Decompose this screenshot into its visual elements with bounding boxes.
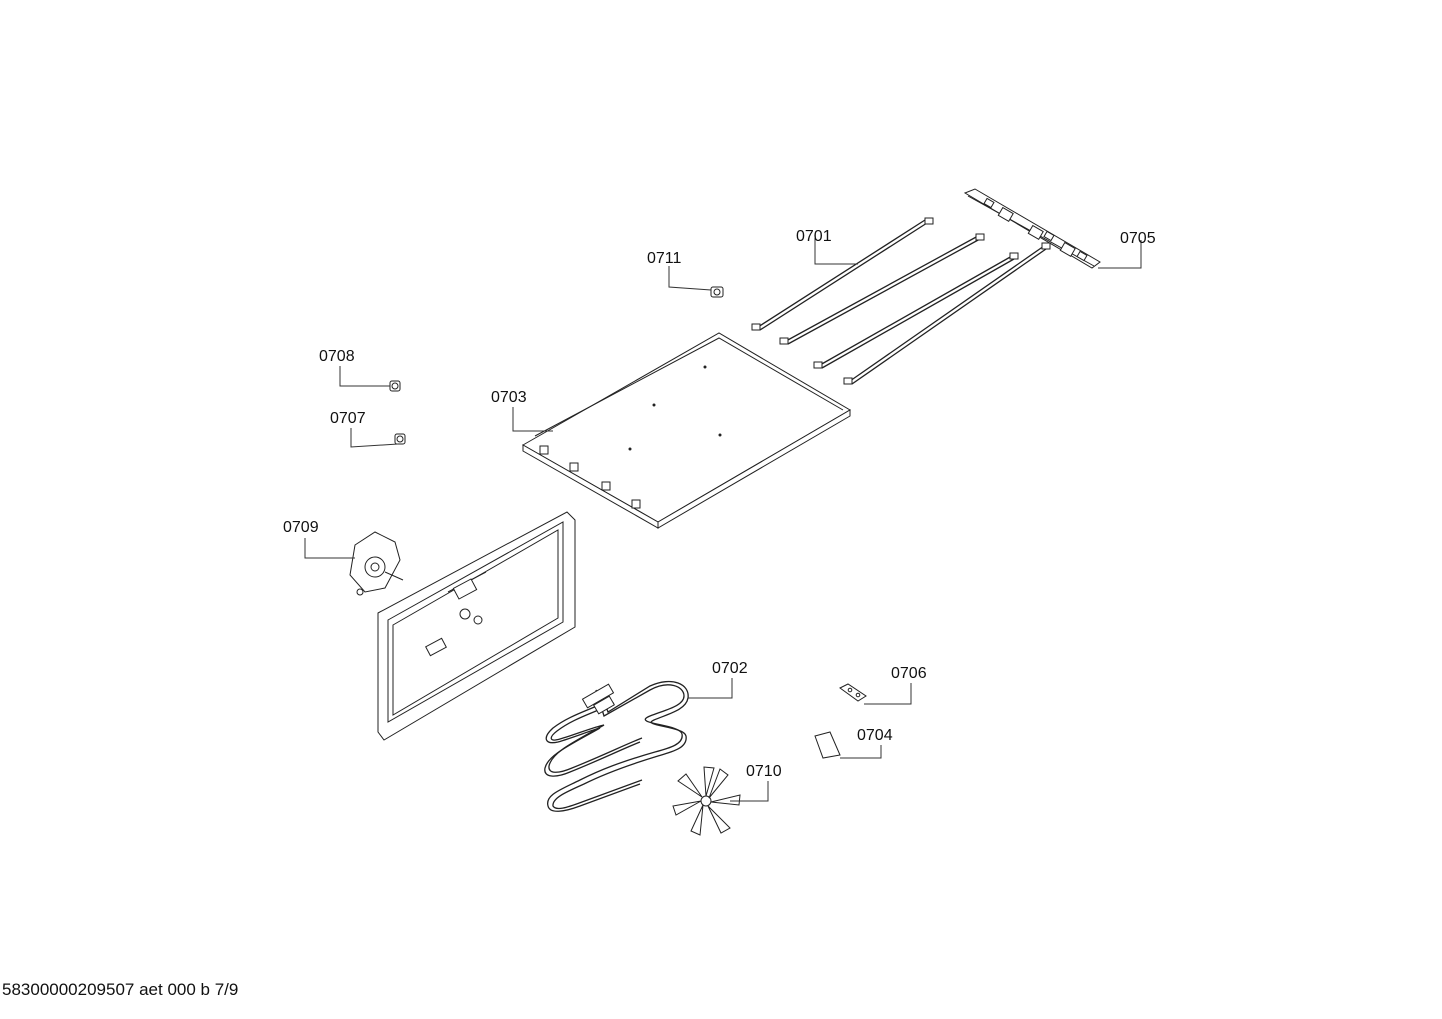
heating-rod-2 (779, 233, 985, 345)
label-0701: 0701 (796, 228, 832, 245)
drawing-reference: 58300000209507 aet 000 b 7/9 (2, 980, 239, 999)
part-0702-ring-element[interactable] (544, 681, 689, 812)
label-0703: 0703 (491, 389, 527, 406)
part-0711-sensor[interactable] (710, 286, 724, 298)
part-0709-fan-motor[interactable] (349, 531, 404, 596)
label-0707: 0707 (330, 410, 366, 427)
part-0701-heating-rods[interactable] (751, 217, 1051, 385)
label-0705: 0705 (1120, 230, 1156, 247)
label-0710: 0710 (746, 763, 782, 780)
label-0704: 0704 (857, 727, 893, 744)
part-0706-bracket[interactable] (839, 683, 867, 702)
label-0702: 0702 (712, 660, 748, 677)
heating-rod-4 (843, 242, 1051, 385)
part-0703-ceiling-plate[interactable] (521, 332, 851, 529)
part-0704-pad[interactable] (814, 731, 841, 759)
part-0710-fan-blade[interactable] (672, 766, 741, 836)
label-0711: 0711 (647, 250, 682, 267)
heating-rod-3 (813, 252, 1019, 369)
part-labels: 0701 0705 0711 0708 0707 0703 0709 0702 … (283, 228, 1156, 780)
part-0707-clip[interactable] (394, 433, 406, 445)
callout-leaders (304, 238, 1142, 802)
part-0705-bracket-strip[interactable] (963, 188, 1101, 269)
part-0708-clip[interactable] (389, 380, 401, 392)
oven-back-panel (377, 511, 576, 741)
label-0709: 0709 (283, 519, 319, 536)
label-0708: 0708 (319, 348, 355, 365)
label-0706: 0706 (891, 665, 927, 682)
heating-rod-1 (751, 217, 934, 331)
